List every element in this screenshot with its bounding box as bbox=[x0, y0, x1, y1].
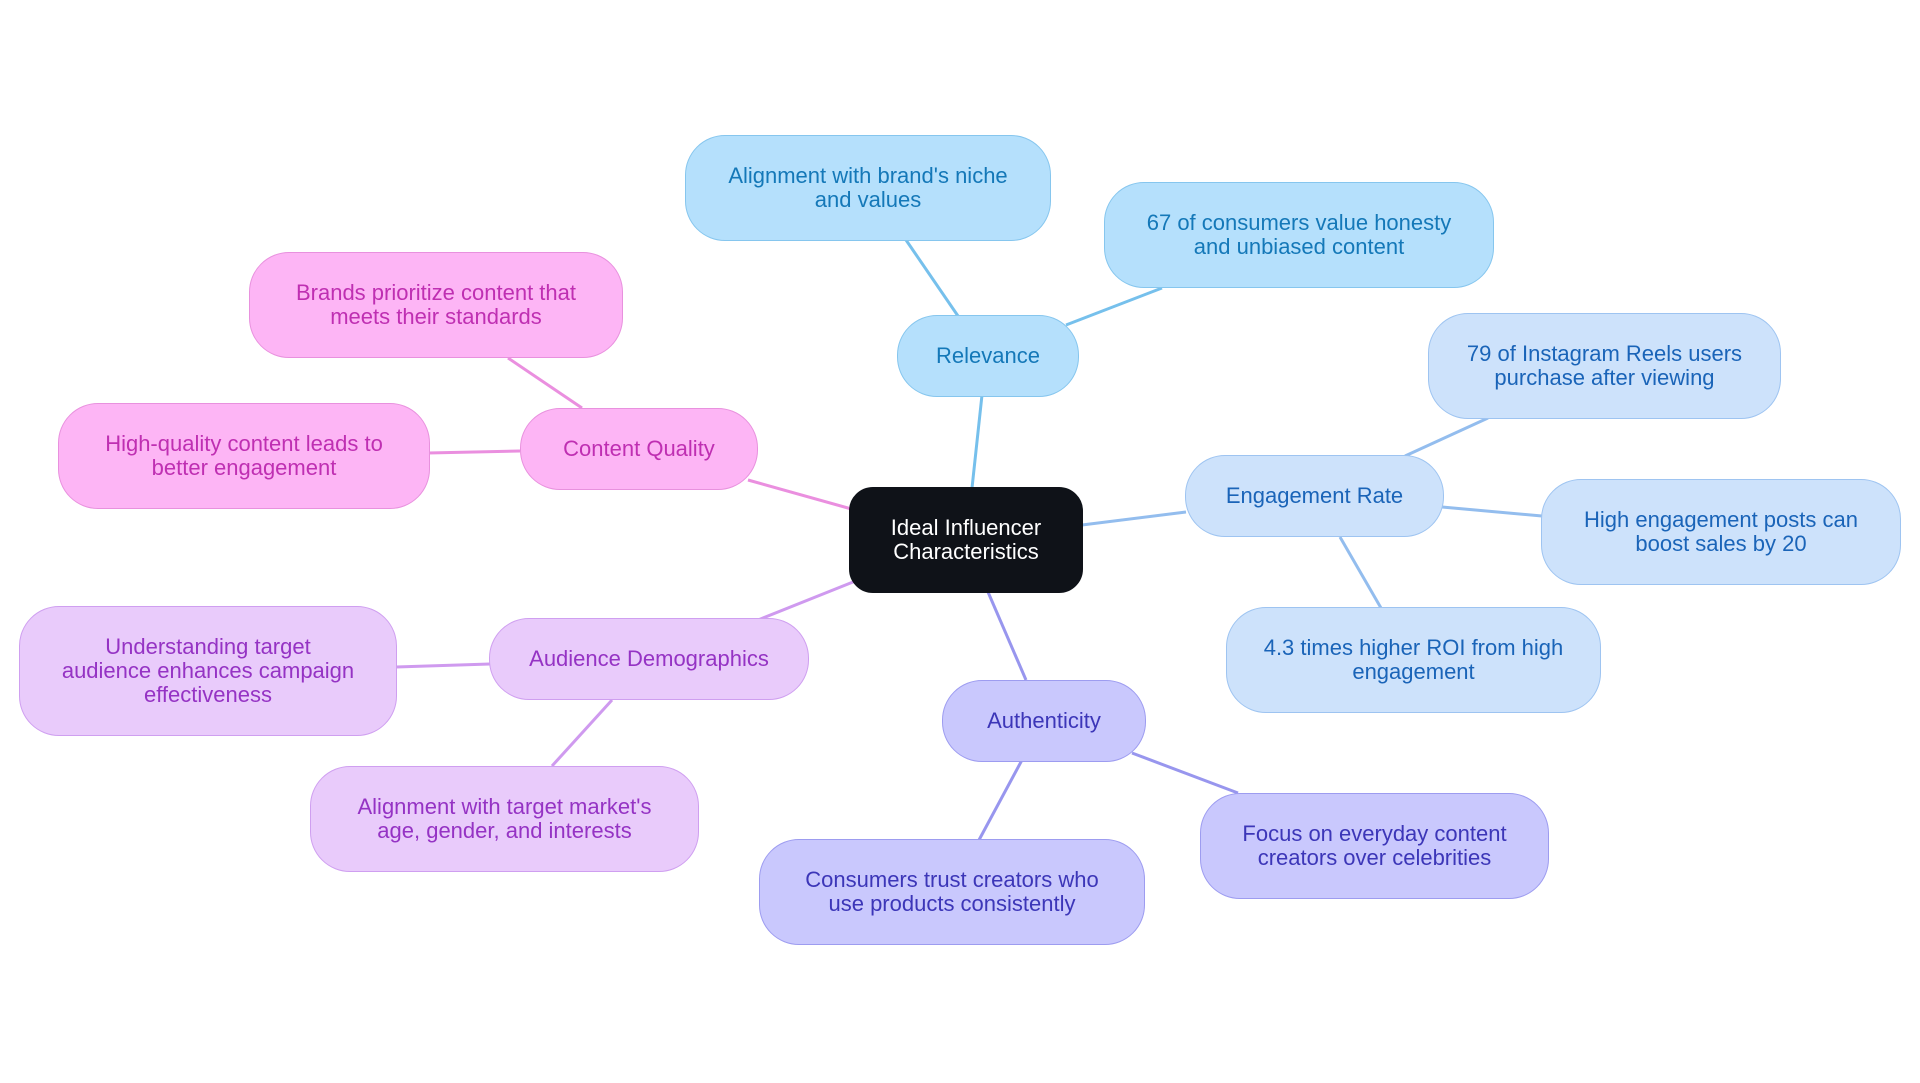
engagement-rate-child-3[interactable]: 4.3 times higher ROI from high engagemen… bbox=[1226, 607, 1601, 713]
connector-content-quality-child-1 bbox=[507, 356, 583, 410]
connector-engagement-child-3 bbox=[1338, 536, 1383, 609]
engagement-rate-child-1[interactable]: 79 of Instagram Reels users purchase aft… bbox=[1428, 313, 1781, 419]
central-topic-label: Ideal Influencer Characteristics bbox=[890, 515, 1042, 564]
branch-content-quality-label: Content Quality bbox=[563, 436, 715, 461]
branch-authenticity-label: Authenticity bbox=[987, 708, 1101, 733]
connector-engagement-child-2 bbox=[1441, 505, 1543, 518]
connector-center-engagement-rate bbox=[1081, 510, 1187, 527]
connector-center-relevance bbox=[970, 394, 984, 489]
branch-authenticity[interactable]: Authenticity bbox=[942, 680, 1146, 762]
engagement-rate-child-3-label: 4.3 times higher ROI from high engagemen… bbox=[1263, 635, 1564, 684]
connector-relevance-child-1 bbox=[904, 239, 960, 317]
relevance-child-2[interactable]: 67 of consumers value honesty and unbias… bbox=[1104, 182, 1494, 288]
audience-demographics-child-2[interactable]: Alignment with target market's age, gend… bbox=[310, 766, 699, 872]
audience-demographics-child-1-label: Understanding target audience enhances c… bbox=[61, 634, 355, 707]
connector-center-audience-demographics bbox=[757, 578, 859, 622]
connector-relevance-child-2 bbox=[1065, 286, 1163, 327]
connector-center-authenticity bbox=[986, 591, 1028, 681]
connector-audience-child-2 bbox=[550, 698, 614, 768]
branch-content-quality[interactable]: Content Quality bbox=[520, 408, 758, 490]
connector-authenticity-child-2 bbox=[1131, 751, 1239, 795]
connector-audience-child-1 bbox=[395, 662, 491, 669]
connector-authenticity-child-1 bbox=[977, 759, 1024, 841]
authenticity-child-1[interactable]: Consumers trust creators who use product… bbox=[759, 839, 1145, 945]
audience-demographics-child-1[interactable]: Understanding target audience enhances c… bbox=[19, 606, 397, 736]
content-quality-child-2-label: High-quality content leads to better eng… bbox=[105, 431, 383, 480]
audience-demographics-child-2-label: Alignment with target market's age, gend… bbox=[357, 794, 652, 843]
branch-relevance[interactable]: Relevance bbox=[897, 315, 1079, 397]
connector-center-content-quality bbox=[747, 478, 856, 512]
content-quality-child-1-label: Brands prioritize content that meets the… bbox=[295, 280, 577, 329]
relevance-child-1[interactable]: Alignment with brand's niche and values bbox=[685, 135, 1051, 241]
authenticity-child-2-label: Focus on everyday content creators over … bbox=[1242, 821, 1507, 870]
engagement-rate-child-2-label: High engagement posts can boost sales by… bbox=[1584, 507, 1858, 556]
branch-engagement-rate[interactable]: Engagement Rate bbox=[1185, 455, 1444, 537]
branch-audience-demographics[interactable]: Audience Demographics bbox=[489, 618, 809, 700]
relevance-child-1-label: Alignment with brand's niche and values bbox=[728, 163, 1008, 212]
connector-engagement-child-1 bbox=[1404, 416, 1489, 458]
central-topic-node[interactable]: Ideal Influencer Characteristics bbox=[849, 487, 1083, 593]
engagement-rate-child-2[interactable]: High engagement posts can boost sales by… bbox=[1541, 479, 1901, 585]
engagement-rate-child-1-label: 79 of Instagram Reels users purchase aft… bbox=[1466, 341, 1743, 390]
authenticity-child-1-label: Consumers trust creators who use product… bbox=[805, 867, 1099, 916]
relevance-child-2-label: 67 of consumers value honesty and unbias… bbox=[1146, 210, 1452, 259]
authenticity-child-2[interactable]: Focus on everyday content creators over … bbox=[1200, 793, 1549, 899]
content-quality-child-1[interactable]: Brands prioritize content that meets the… bbox=[249, 252, 623, 358]
content-quality-child-2[interactable]: High-quality content leads to better eng… bbox=[58, 403, 430, 509]
branch-engagement-rate-label: Engagement Rate bbox=[1225, 483, 1404, 508]
connector-content-quality-child-2 bbox=[427, 449, 521, 455]
branch-audience-demographics-label: Audience Demographics bbox=[529, 646, 769, 671]
branch-relevance-label: Relevance bbox=[936, 343, 1040, 368]
